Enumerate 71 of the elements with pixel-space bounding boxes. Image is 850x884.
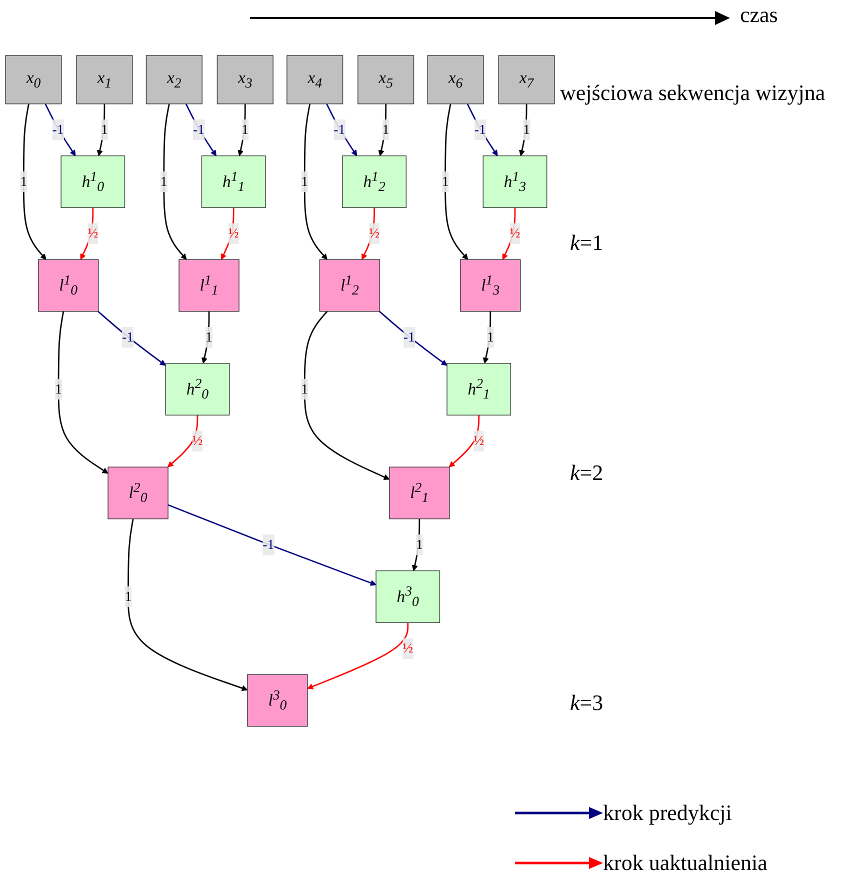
arrow xyxy=(412,518,420,572)
edge-label: ½ xyxy=(510,226,520,242)
arrow xyxy=(362,208,375,260)
edge-label: 1 xyxy=(55,382,62,397)
arrow xyxy=(502,208,516,260)
arrow xyxy=(378,104,387,156)
node-box: x$_{2}$ xyxy=(146,55,202,104)
node-box: x$_{3}$ xyxy=(216,55,274,104)
edge-label: ½ xyxy=(369,226,380,242)
arrow xyxy=(96,104,106,156)
edge-label: ½ xyxy=(474,433,484,449)
edge-label: ½ xyxy=(88,226,98,242)
legend-text: krok predykcji xyxy=(603,800,732,826)
level-label: k=2 xyxy=(570,460,604,486)
arrow xyxy=(220,208,234,260)
edge-label: 1 xyxy=(301,174,308,190)
arrow xyxy=(167,415,198,468)
edge-label: ½ xyxy=(402,640,414,656)
arrow xyxy=(378,310,448,366)
legend-text: krok uaktualnienia xyxy=(603,850,768,876)
arrow xyxy=(304,310,390,480)
arrow xyxy=(98,310,166,366)
edge-label: 1 xyxy=(160,174,168,190)
edge-label: -1 xyxy=(52,122,64,138)
edge-label: -1 xyxy=(262,537,274,552)
arrow xyxy=(238,104,246,156)
arrow xyxy=(326,104,358,156)
node-box: x$_{0}$ xyxy=(5,55,62,104)
arrow xyxy=(304,104,328,260)
node-box: x$_{5}$ xyxy=(358,55,414,104)
node-box: x$_{1}$ xyxy=(76,55,133,104)
edge-label: -1 xyxy=(474,122,486,138)
edge-label: -1 xyxy=(403,330,415,345)
node-box: x$_{4}$ xyxy=(286,55,344,104)
level-label: k=3 xyxy=(570,690,604,716)
edge-label: 1 xyxy=(416,537,423,552)
axis-label: czas xyxy=(740,2,778,28)
edge-label: 1 xyxy=(382,122,390,138)
arrow xyxy=(58,311,108,474)
arrow xyxy=(80,208,94,260)
edge-label: -1 xyxy=(334,122,346,138)
arrow xyxy=(466,104,498,156)
arrow xyxy=(307,622,409,690)
edge-label: ½ xyxy=(192,433,203,449)
node-box: x$_{6}$ xyxy=(427,55,484,104)
arrow xyxy=(185,104,216,156)
edge-label: 1 xyxy=(486,330,494,345)
edge-label: 1 xyxy=(242,122,249,138)
row-label: wejściowa sekwencja wizyjna xyxy=(560,80,826,106)
arrow xyxy=(163,104,187,260)
edge-label: 1 xyxy=(20,174,28,190)
level-label: k=1 xyxy=(570,230,604,256)
arrow xyxy=(518,104,528,156)
edge-label: 1 xyxy=(206,330,212,345)
arrow xyxy=(128,518,248,692)
arrow xyxy=(22,104,46,260)
edge-label: -1 xyxy=(192,122,205,138)
edge-label: -1 xyxy=(122,330,134,345)
arrow xyxy=(482,311,492,364)
edge-label: 1 xyxy=(301,382,308,397)
arrow xyxy=(448,415,480,468)
edge-label: 1 xyxy=(124,589,132,604)
arrow xyxy=(444,104,468,260)
node-box: x$_{7}$ xyxy=(498,55,555,104)
edge-label: 1 xyxy=(100,122,108,138)
edge-label: ½ xyxy=(228,226,239,242)
arrow xyxy=(44,104,76,156)
edge-label: 1 xyxy=(442,174,449,190)
arrow xyxy=(168,504,376,586)
arrow xyxy=(201,311,210,364)
edge-label: 1 xyxy=(523,122,530,138)
